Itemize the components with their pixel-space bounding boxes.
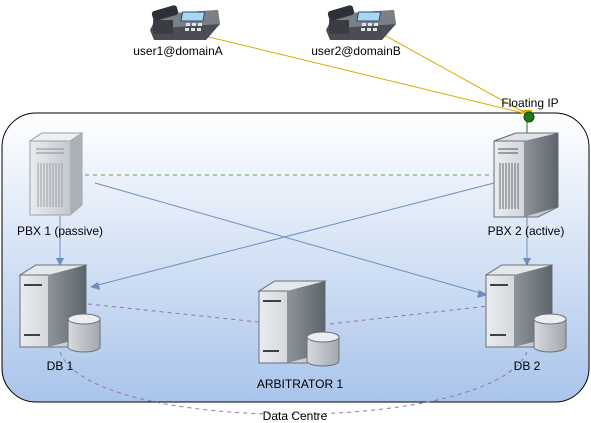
phone2-to-floating-ip-link [374,29,528,115]
pbx2-label: PBX 2 (active) [487,224,565,238]
phone-user1-icon[interactable] [150,5,220,40]
phone-user1-label: user1@domainA [133,44,223,58]
arbitrator-label: ARBITRATOR 1 [256,377,344,391]
phone-user2-icon[interactable] [326,5,396,40]
pbx1-to-db2-arrow [477,290,488,298]
data-centre-boundary [1,112,590,403]
floating-ip-label: Floating IP [501,96,559,110]
phone-user2-label: user2@domainB [311,44,401,58]
arbitrator-to-db2-link [329,305,489,325]
db1-server-icon[interactable] [18,264,101,353]
db1-storage-icon [67,313,101,353]
db2-server-icon[interactable] [484,264,567,353]
pbx1-label: PBX 1 (passive) [16,224,104,238]
floating-ip-dot[interactable] [523,111,535,123]
pbx2-server-icon[interactable] [493,132,559,218]
arbitrator-server-icon[interactable] [257,280,340,367]
pbx2-to-db1-link [93,182,495,287]
pbx2-to-db2-arrow [523,258,531,266]
arbitrator-storage-icon [306,331,340,367]
data-centre-label: Data Centre [262,409,328,423]
pbx2-to-db1-arrow [90,282,100,290]
pbx1-to-db2-link [94,182,485,295]
db1-label: DB 1 [46,359,74,373]
db2-storage-icon [533,313,567,353]
pbx1-server-icon[interactable] [28,132,84,216]
pbx1-to-db1-arrow [56,258,64,266]
phone1-to-floating-ip-link [179,29,528,115]
db2-label: DB 2 [513,359,541,373]
